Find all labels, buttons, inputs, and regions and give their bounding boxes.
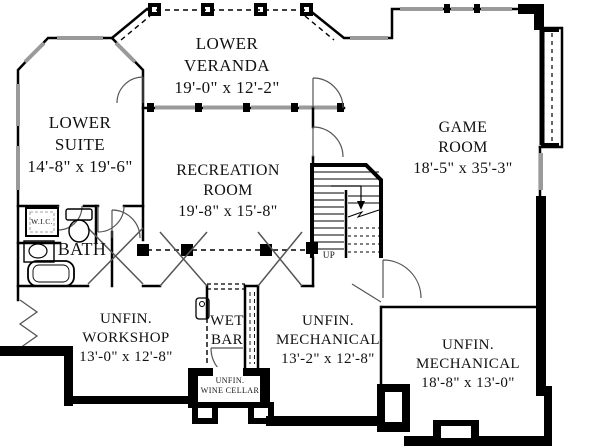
room-label-mechanical-right: UNFIN. MECHANICAL 18'-8" x 13'-0" <box>416 337 520 392</box>
door-leaf-landing <box>351 283 382 303</box>
room-label-wic: W.I.C. <box>31 217 53 226</box>
room-label-wine-cellar: UNFIN. WINE CELLAR <box>200 376 260 396</box>
room-label-workshop: UNFIN. WORKSHOP 13'-0" x 12'-8" <box>79 311 173 366</box>
room-label-mechanical-center: UNFIN. MECHANICAL 13'-2" x 12'-8" <box>276 313 380 368</box>
door-arc-mechanical <box>382 259 422 299</box>
door-arc-suite-veranda <box>116 76 144 104</box>
veranda-pillars <box>148 3 313 16</box>
beam-line <box>137 244 306 256</box>
door-arc-toilet <box>97 205 125 233</box>
bathtub <box>27 260 75 287</box>
door-arc-bath-hall <box>111 209 141 239</box>
stairs-up-label: UP <box>322 250 336 260</box>
beam-column <box>181 244 193 256</box>
room-label-bath: BATH <box>57 239 107 259</box>
room-label-wet-bar: WET BAR <box>210 313 244 349</box>
wic-closet <box>25 207 59 237</box>
stair-direction-arrow <box>331 185 365 210</box>
bath-fixtures <box>23 207 93 287</box>
corner-reinforcement <box>518 4 544 30</box>
stair-newel-post <box>306 242 318 254</box>
room-label-recreation-room: RECREATION ROOM 19'-8" x 15'-8" <box>176 162 280 220</box>
chase-dashed-lines <box>206 283 255 366</box>
wet-bar-sink <box>195 297 210 320</box>
veranda-open-edge <box>120 9 335 41</box>
double-door-workshop <box>159 231 208 287</box>
beam-column <box>137 244 149 256</box>
toilet-bowl <box>68 219 90 243</box>
double-door-bath <box>87 227 144 285</box>
vanity <box>23 240 55 263</box>
room-label-lower-suite: LOWER SUITE 14'-8" x 19'-6" <box>27 113 133 176</box>
stairs <box>306 163 383 258</box>
door-arc-gameroom-lower <box>312 126 344 158</box>
double-door-symbols <box>87 227 303 287</box>
door-arc-gameroom-upper <box>312 77 344 109</box>
room-label-lower-veranda: LOWER VERANDA 19'-0" x 12'-2" <box>174 34 280 97</box>
window-segments <box>16 7 543 190</box>
foundation-walls <box>0 196 552 446</box>
beam-column <box>260 244 272 256</box>
window-ticks <box>147 4 480 112</box>
double-door-mechanical <box>257 231 303 287</box>
bifold-door <box>18 299 39 349</box>
bay-window <box>539 28 559 147</box>
sink-basin <box>28 243 48 259</box>
room-label-game-room: GAME ROOM 18'-5" x 35'-3" <box>413 119 513 177</box>
